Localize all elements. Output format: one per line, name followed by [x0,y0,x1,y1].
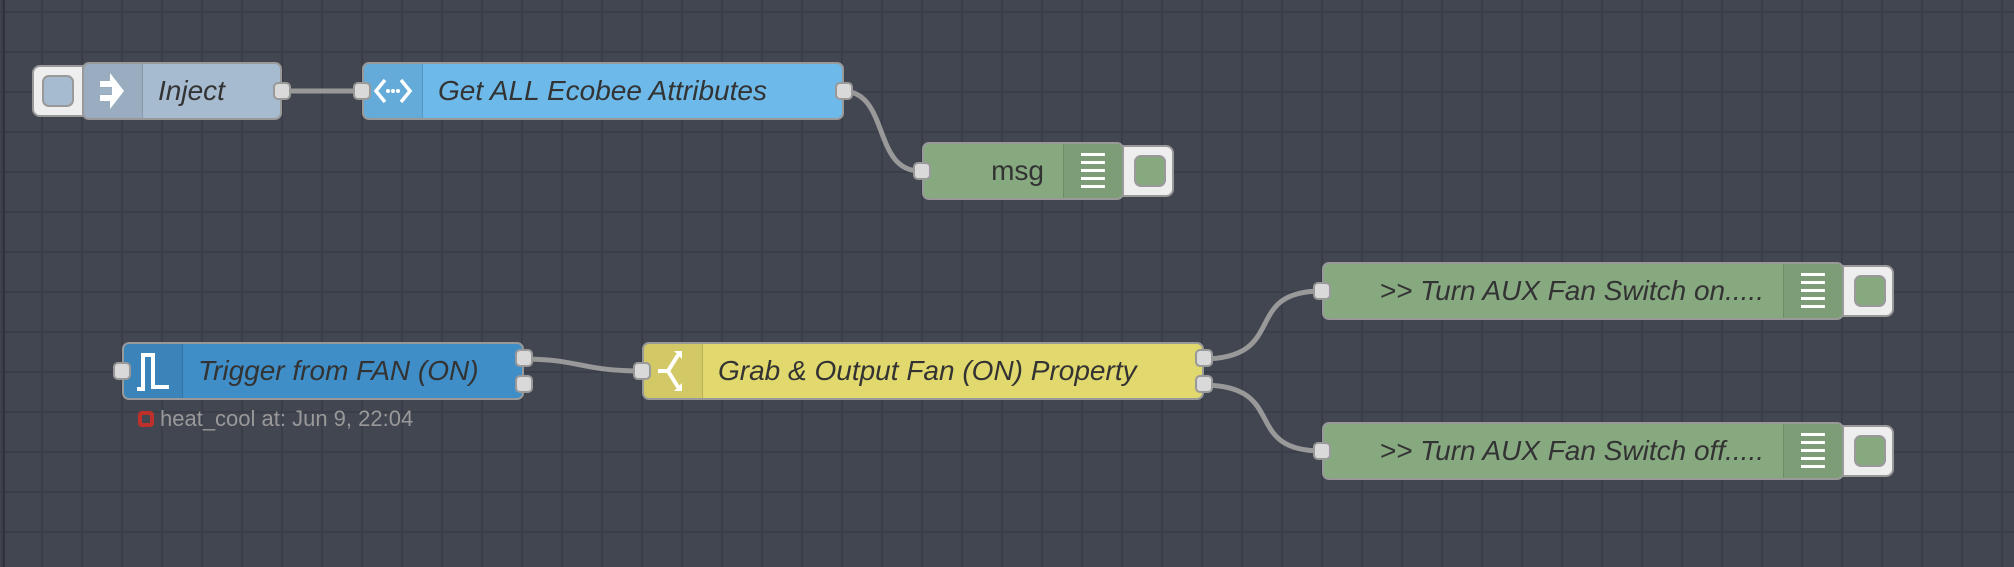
debug-toggle-inner [1854,275,1886,307]
node-label: Get ALL Ecobee Attributes [438,75,767,106]
trigger-pulse-icon [124,344,183,398]
switch-branch-icon [644,344,703,398]
input-port[interactable] [1313,442,1331,460]
output-port[interactable] [273,82,291,100]
debug-list-icon [1783,264,1842,318]
status-ring-icon [138,411,154,427]
fan-off-debug-toggle-button[interactable] [1842,425,1894,477]
input-port[interactable] [353,82,371,100]
canvas-left-edge [3,0,5,567]
input-port[interactable] [113,362,131,380]
debug-toggle-inner [1854,435,1886,467]
debug-list-icon [1063,144,1122,198]
status-text: heat_cool at: Jun 9, 22:04 [160,406,414,431]
output-port-2[interactable] [515,375,533,393]
input-port[interactable] [913,162,931,180]
inject-arrow-icon [84,64,143,118]
wire-switch-fanon[interactable] [1201,288,1323,362]
node-ecobee-api[interactable]: Get ALL Ecobee Attributes [353,62,853,120]
node-label: >> Turn AUX Fan Switch off..... [1379,435,1764,466]
output-port-1[interactable] [1195,349,1213,367]
inject-trigger-button[interactable] [32,65,84,117]
node-msg-debug[interactable]: msg [913,142,1124,200]
node-label: Trigger from FAN (ON) [198,355,479,386]
node-trigger-fan[interactable]: Trigger from FAN (ON) [113,342,533,400]
node-switch[interactable]: Grab & Output Fan (ON) Property [633,342,1213,400]
input-port[interactable] [1313,282,1331,300]
input-port[interactable] [633,362,651,380]
wire-trigger-switch[interactable] [521,356,643,374]
node-label: Grab & Output Fan (ON) Property [718,355,1137,386]
debug-list-icon [1783,424,1842,478]
output-port-2[interactable] [1195,375,1213,393]
output-port-1[interactable] [515,349,533,367]
output-port[interactable] [835,82,853,100]
node-inject[interactable]: Inject [82,62,291,120]
fan-on-debug-toggle-button[interactable] [1842,265,1894,317]
node-fan-on-debug[interactable]: >> Turn AUX Fan Switch on..... [1313,262,1844,320]
node-label: msg [991,155,1044,186]
inject-button-inner [42,75,74,107]
debug-toggle-inner [1134,155,1166,187]
node-label: Inject [158,75,225,106]
api-call-icon [364,64,423,118]
wire-switch-fanoff[interactable] [1201,382,1323,454]
wire-ecobee-msg[interactable] [841,88,921,174]
trigger-status: heat_cool at: Jun 9, 22:04 [138,406,413,432]
node-fan-off-debug[interactable]: >> Turn AUX Fan Switch off..... [1313,422,1844,480]
msg-debug-toggle-button[interactable] [1122,145,1174,197]
node-label: >> Turn AUX Fan Switch on..... [1379,275,1764,306]
